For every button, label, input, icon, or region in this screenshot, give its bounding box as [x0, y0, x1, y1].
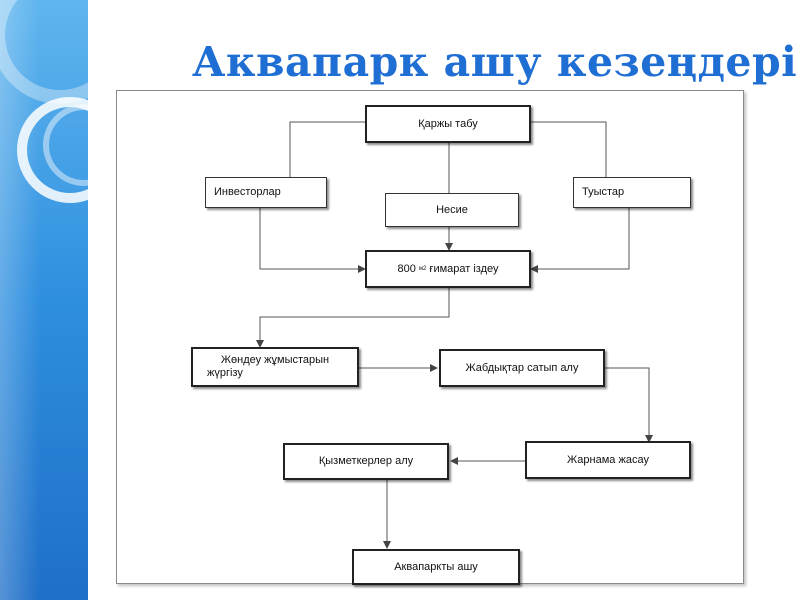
connector-funding-investors [289, 121, 365, 177]
node-advertising: Жарнама жасау [525, 441, 691, 479]
node-building-search: 800 м2 ғимарат іздеу [365, 250, 531, 288]
node-renovation: Жөндеу жұмыстарын жүргізу [191, 347, 359, 387]
connector-funding-relatives [531, 121, 607, 177]
flowchart-connectors [256, 121, 653, 549]
building-label-unit: м2 [418, 265, 427, 272]
sidebar-graphic [0, 0, 129, 600]
node-funding: Қаржы табу [365, 105, 531, 143]
connector-equipment-advertising [605, 367, 653, 443]
node-opening: Аквапаркты ашу [352, 549, 520, 585]
connector-relatives-building [530, 208, 630, 273]
slide-title: Аквапарк ашу кезеңдері [192, 38, 798, 86]
connector-investors-building [259, 208, 366, 273]
node-relatives: Туыстар [573, 177, 691, 208]
building-label-prefix: 800 [397, 262, 419, 275]
node-staff: Қызметкерлер алу [283, 443, 449, 480]
node-loan: Несие [385, 193, 519, 227]
connector-building-renovation [256, 288, 450, 348]
decorative-sidebar [0, 0, 129, 600]
node-equipment: Жабдықтар сатып алу [439, 349, 605, 387]
renovation-label-line1: Жөндеу жұмыстарын [220, 354, 330, 366]
building-label-suffix: ғимарат іздеу [426, 262, 499, 275]
renovation-label-line2: жүргізу [207, 367, 243, 379]
flowchart-panel: Қаржы табу Инвесторлар Несие Туыстар 800… [116, 90, 744, 585]
node-investors: Инвесторлар [205, 177, 327, 208]
